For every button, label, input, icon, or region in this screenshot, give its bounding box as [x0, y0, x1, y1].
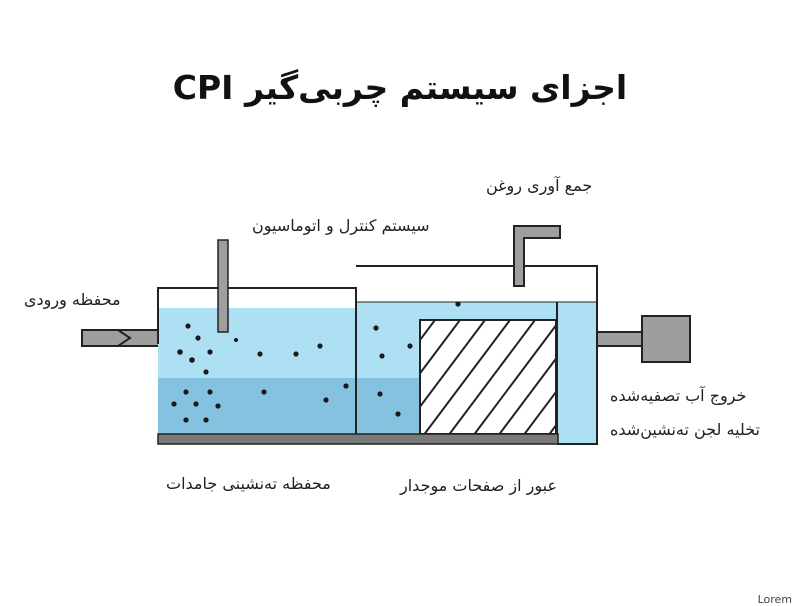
oil-collection-pipe [513, 225, 561, 287]
control-probe [217, 239, 229, 333]
outlet-box [641, 315, 691, 363]
inlet-arrow [117, 329, 132, 347]
left-tank-water-top [158, 308, 356, 378]
label-corrugated-plates: عبور از صفحات موجدار [400, 476, 558, 495]
outlet-chamber-water [557, 302, 597, 444]
label-oil-collection: جمع آوری روغن [486, 176, 593, 195]
label-sludge-discharge: تخلیه لجن ته‌نشین‌شده [610, 420, 760, 439]
label-inlet-chamber: محفظه ورودی [24, 290, 121, 309]
label-settling-chamber: محفظه ته‌نشینی جامدات [166, 474, 331, 493]
outlet-pipe [596, 331, 644, 347]
base-plate [157, 433, 559, 445]
right-tank-outline [356, 265, 598, 445]
diagram-title: اجزای سیستم چربی‌گیر CPI [172, 68, 628, 107]
left-tank-water-bottom [158, 378, 356, 434]
label-treated-outlet: خروج آب تصفیه‌شده [610, 386, 747, 405]
label-control-system: سیستم کنترل و اتوماسیون [252, 216, 430, 235]
left-tank-outline [157, 287, 357, 434]
solid-particles [171, 301, 461, 423]
